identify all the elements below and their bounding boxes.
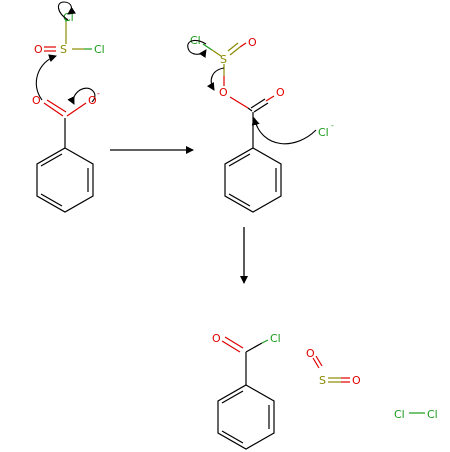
c-cl-bond xyxy=(245,342,263,353)
ring3-double-bond-2 xyxy=(221,430,244,444)
chlorine-molecule: Cl Cl xyxy=(394,408,438,421)
o-c-bond xyxy=(229,96,249,109)
atom-o-so2-right: O xyxy=(352,374,361,387)
sulfur-dioxide-molecule: O S O xyxy=(306,347,361,387)
cl-s-bond-cl xyxy=(202,43,213,51)
c-o-double-bond-a xyxy=(43,102,64,117)
atom-cl2-left: Cl xyxy=(394,408,405,421)
atom-cl-product: Cl xyxy=(270,332,281,345)
cl-s-bond-s xyxy=(211,49,222,57)
chloride-ion: Cl - xyxy=(318,121,334,139)
atom-o-sulfinyl-intermediate: O xyxy=(248,36,257,49)
atom-s-intermediate: S xyxy=(220,53,227,66)
reactant-curved-arrows xyxy=(35,1,96,105)
curved-arrow-cl-leaving xyxy=(57,1,77,21)
c-o-double-bond-a xyxy=(221,340,241,353)
curved-arrow-so-cleavage xyxy=(206,67,225,91)
atom-o-product: O xyxy=(212,332,221,345)
intermediate-curved-arrows xyxy=(187,39,317,145)
atom-o-carbonyl-intermediate: O xyxy=(276,86,285,99)
s-o-double-bond-a xyxy=(229,46,241,56)
curved-arrow-chloride-attack xyxy=(251,117,317,145)
atom-s-so2: S xyxy=(319,374,326,387)
c-o-single-bond xyxy=(66,102,87,117)
o-c-bond-black xyxy=(247,107,253,112)
curved-arrow-carbonyl xyxy=(67,87,96,105)
products-panel: O Cl O S O Cl Cl xyxy=(212,332,438,450)
atom-s: S xyxy=(60,43,67,56)
benzene-ring-1 xyxy=(36,147,94,213)
ring-double-bond-3 xyxy=(40,153,63,167)
s-o-double-bond-b xyxy=(227,42,239,52)
atom-cl-top: Cl xyxy=(63,11,74,24)
intermediate-panel: Cl S O O O Cl - xyxy=(187,34,334,213)
benzene-ring-2 xyxy=(224,147,282,213)
curved-arrow-o-attack xyxy=(35,54,57,101)
atom-cl-right: Cl xyxy=(94,43,105,56)
so2-bond-1a xyxy=(312,357,320,369)
ring2-double-bond-2 xyxy=(228,193,251,207)
c-o-double-bond-a xyxy=(253,102,269,113)
atom-cl-ion: Cl xyxy=(318,126,329,139)
ring2-double-bond-3 xyxy=(228,153,251,167)
thionyl-chloride-molecule: Cl O S Cl xyxy=(34,11,105,56)
c-o-double-bond-b xyxy=(250,98,266,109)
s-o-double-bond-red xyxy=(239,42,247,48)
so2-bond-1b xyxy=(315,355,323,367)
o-negative-charge: - xyxy=(97,89,100,98)
atom-cl2-right: Cl xyxy=(427,408,438,421)
curved-arrow-cl-leaving-2 xyxy=(187,39,207,59)
atom-o-so2-top: O xyxy=(306,347,315,360)
chlorosulfite-ester-molecule: Cl S O O O xyxy=(190,34,285,213)
cl-negative-charge: - xyxy=(331,121,334,130)
benzene-ring-3 xyxy=(217,384,275,450)
c-o-double-bond-b xyxy=(46,99,67,113)
benzoyl-chloride-molecule: O Cl xyxy=(212,332,281,450)
atom-o-carbonyl: O xyxy=(32,94,41,107)
ring-double-bond-2 xyxy=(40,193,63,207)
atom-o-ester: O xyxy=(219,86,228,99)
benzoate-molecule: O O - xyxy=(32,89,100,213)
c-o-double-bond-b xyxy=(224,336,244,349)
atom-o-carboxylate: O xyxy=(88,94,97,107)
c-cl-bond-green xyxy=(261,339,269,344)
atom-o-sulfinyl: O xyxy=(34,43,43,56)
c-o-double-bond-red xyxy=(265,95,275,102)
reactants-panel: Cl O S Cl O O - xyxy=(32,1,105,213)
ring3-double-bond-3 xyxy=(221,390,244,404)
